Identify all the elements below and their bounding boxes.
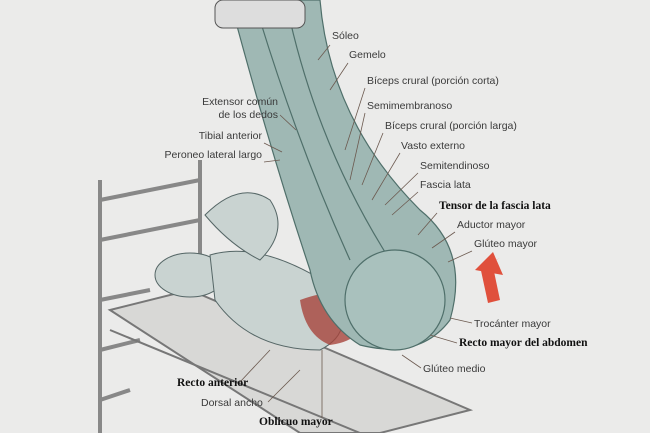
wall-bars — [98, 160, 202, 433]
feet — [214, 0, 306, 29]
label-recto-anterior: Recto anterior — [177, 377, 249, 389]
label-peroneo: Peroneo lateral largo — [164, 149, 262, 161]
label-trocanter: Trocánter mayor — [474, 318, 551, 330]
label-aductor: Aductor mayor — [457, 219, 526, 231]
label-semitendinoso: Semitendinoso — [420, 160, 490, 172]
label-fascia: Fascia lata — [420, 179, 471, 191]
label-dorsal: Dorsal ancho — [201, 397, 263, 409]
leader-lines — [239, 44, 473, 418]
label-gluteo-mayor: Glúteo mayor — [474, 238, 538, 250]
legs — [229, 0, 457, 351]
label-extensor-1: Extensor común — [202, 96, 278, 108]
label-recto-abdomen: Recto mayor del abdomen — [459, 337, 588, 349]
label-biceps-larga: Bíceps crural (porción larga) — [385, 120, 517, 132]
label-extensor-2: de los dedos — [218, 109, 278, 121]
label-vasto: Vasto externo — [401, 140, 466, 152]
label-oblicuo: Oblicuo mayor — [259, 416, 333, 428]
label-biceps-corta: Bíceps crural (porción corta) — [367, 75, 499, 87]
label-semimembranoso: Semimembranoso — [367, 100, 453, 112]
label-tensor: Tensor de la fascia lata — [439, 200, 551, 212]
label-soleo: Sóleo — [332, 30, 359, 42]
label-gluteo-medio: Glúteo medio — [423, 363, 486, 375]
arrow-icon — [475, 252, 503, 303]
label-tibial: Tibial anterior — [198, 130, 262, 142]
label-gemelo: Gemelo — [349, 49, 386, 61]
